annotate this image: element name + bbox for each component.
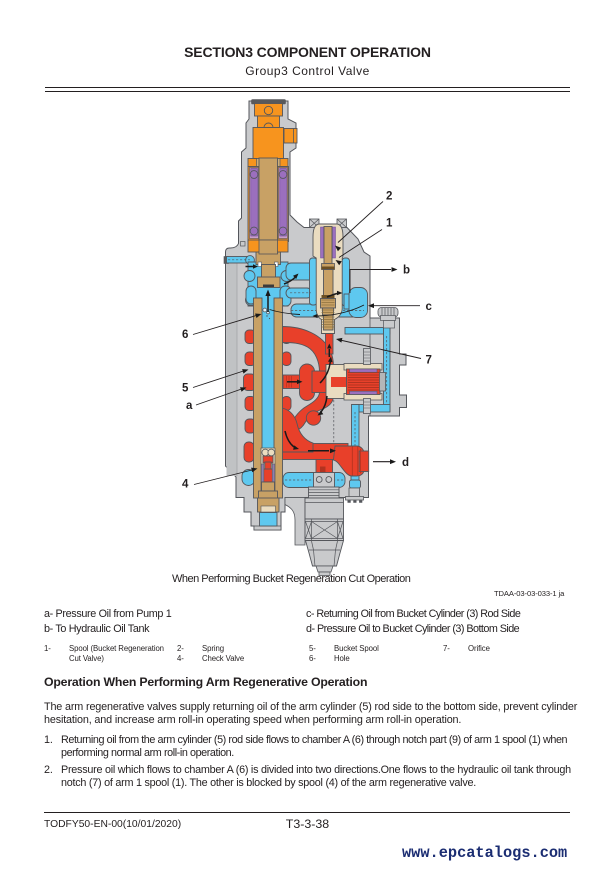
svg-text:a: a — [186, 400, 193, 412]
svg-text:1: 1 — [386, 218, 393, 230]
svg-text:4: 4 — [182, 479, 189, 491]
svg-text:6: 6 — [182, 329, 188, 341]
svg-text:5: 5 — [182, 383, 189, 395]
svg-text:b: b — [403, 265, 410, 277]
svg-text:d: d — [402, 457, 409, 469]
svg-text:c: c — [426, 301, 433, 313]
svg-text:7: 7 — [426, 355, 432, 367]
svg-text:2: 2 — [386, 191, 392, 203]
